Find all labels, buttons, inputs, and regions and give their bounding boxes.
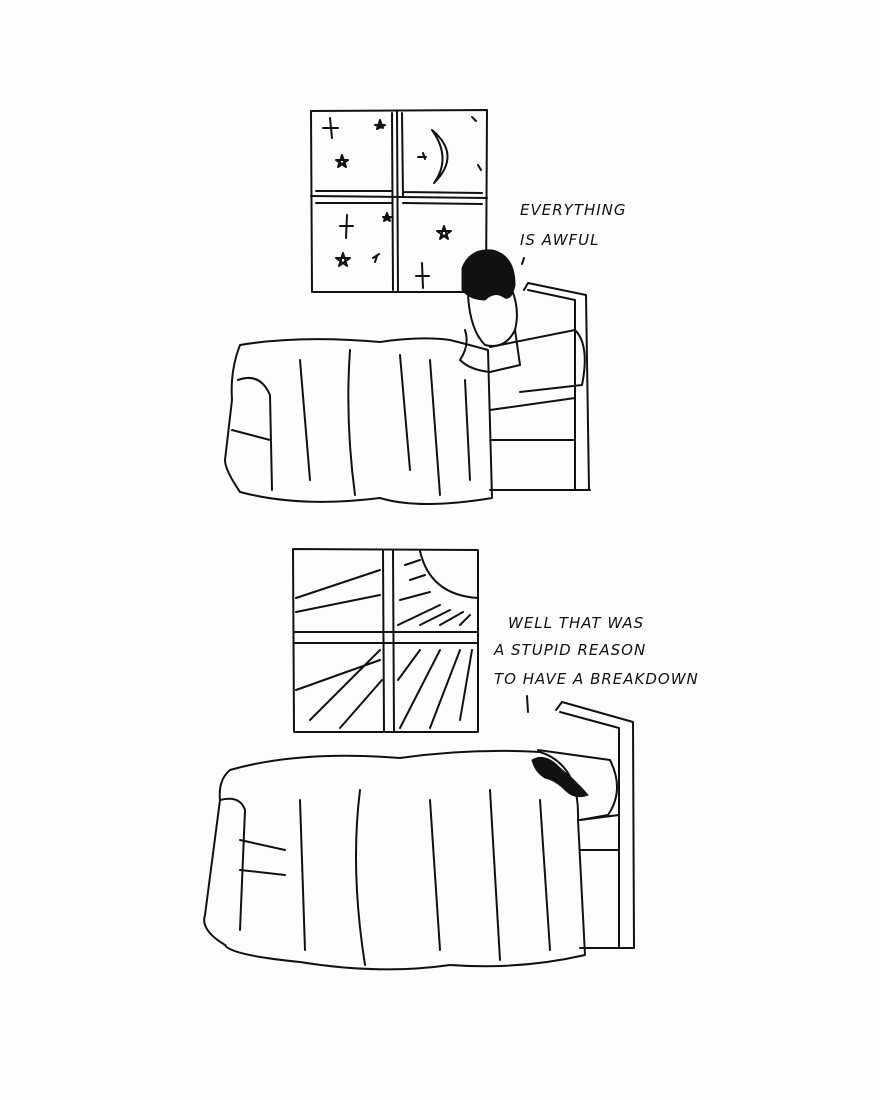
bed-night [224,282,591,505]
panel-day [203,548,635,971]
moon-icon [431,129,449,184]
star-icons [322,116,482,289]
panel-night [224,109,591,505]
night-window [310,109,488,293]
day-window [292,548,479,733]
speech-tick-2 [526,695,529,713]
bed-day [203,701,635,971]
speech-line: IS AWFUL [520,231,600,249]
speech-line: TO HAVE A BREAKDOWN [494,670,699,688]
speech-line: A STUPID REASON [494,641,647,659]
speech-line: EVERYTHING [520,201,627,219]
speech-tick-1 [521,257,525,265]
person-sleeping [531,756,589,798]
person-crying [459,249,521,373]
sun-icon [295,550,479,729]
speech-line: WELL THAT WAS [508,614,645,632]
